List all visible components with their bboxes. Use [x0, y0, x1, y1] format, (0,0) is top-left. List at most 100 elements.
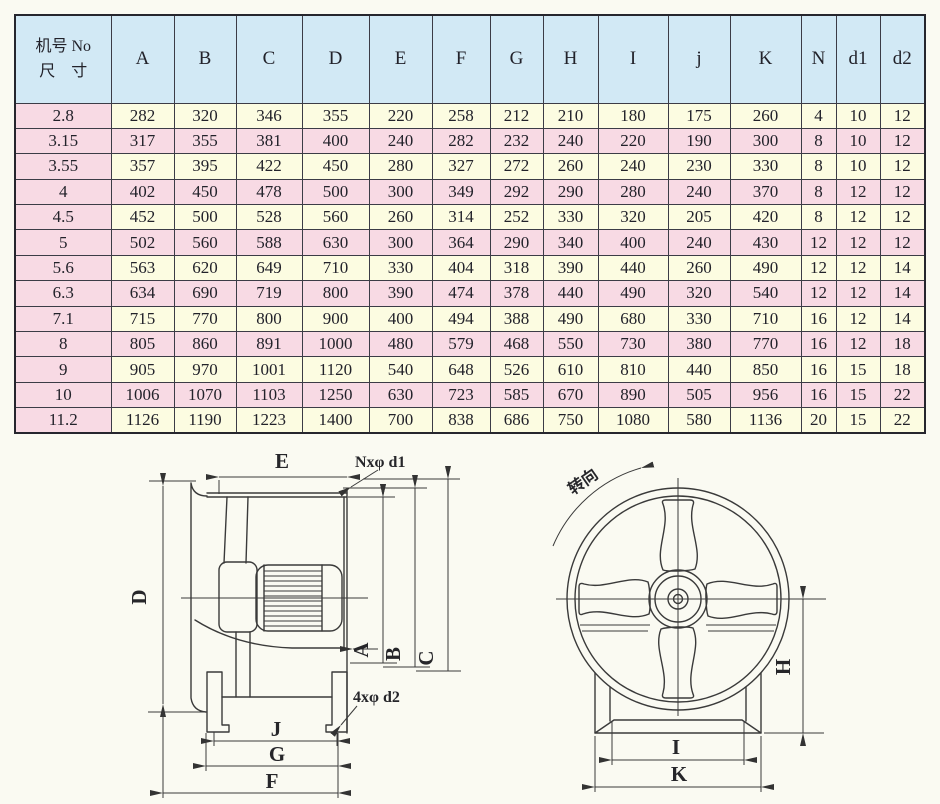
dimension-cell: 440 — [597, 254, 669, 282]
dimension-cell: 252 — [489, 204, 544, 231]
dimension-cell: 686 — [489, 407, 544, 434]
dimension-cell: 12 — [835, 305, 881, 333]
dimension-cell: 1080 — [597, 407, 669, 434]
column-header-N: N — [800, 14, 837, 104]
dimension-cell: 10 — [835, 127, 881, 155]
dimension-cell: 648 — [431, 356, 491, 383]
dimension-cell: 240 — [368, 127, 433, 155]
dimension-cell: 292 — [489, 178, 544, 206]
dimension-cell: 212 — [489, 102, 544, 129]
dimension-cell: 15 — [835, 407, 881, 434]
dimension-cell: 12 — [835, 254, 881, 282]
dimension-cell: 14 — [879, 254, 926, 282]
corner-line1: 机号 No — [35, 37, 92, 55]
dimension-cell: 630 — [301, 229, 370, 256]
dimension-cell: 450 — [301, 153, 370, 180]
dimension-cell: 320 — [597, 204, 669, 231]
dimension-cell: 290 — [542, 178, 599, 206]
dimension-cell: 220 — [597, 127, 669, 155]
dimension-cell: 490 — [597, 280, 669, 307]
dimension-cell: 620 — [173, 254, 237, 282]
dimension-cell: 8 — [800, 178, 837, 206]
dimension-cell: 205 — [667, 204, 731, 231]
dimension-cell: 1136 — [729, 407, 802, 434]
dimension-cell: 280 — [368, 153, 433, 180]
row-label: 8 — [14, 331, 112, 358]
dimension-cell: 260 — [729, 102, 802, 129]
dimension-cell: 260 — [667, 254, 731, 282]
dimension-cell: 550 — [542, 331, 599, 358]
row-label: 3.15 — [14, 127, 112, 155]
dimension-cell: 388 — [489, 305, 544, 333]
row-label: 9 — [14, 356, 112, 383]
row-label: 5 — [14, 229, 112, 256]
dim-label-K: K — [671, 762, 688, 786]
dimension-cell: 715 — [110, 305, 175, 333]
dimension-cell: 526 — [489, 356, 544, 383]
dimension-cell: 800 — [235, 305, 303, 333]
dimension-cell: 272 — [489, 153, 544, 180]
dim-label-J: J — [271, 717, 282, 741]
corner-cell: 机号 No 尺 寸 — [14, 14, 112, 104]
dim-label-A: A — [349, 642, 373, 658]
dimension-cell: 355 — [301, 102, 370, 129]
dimension-cell: 175 — [667, 102, 731, 129]
dimension-cell: 402 — [110, 178, 175, 206]
dimension-cell: 12 — [879, 204, 926, 231]
dimension-cell: 300 — [729, 127, 802, 155]
column-header-D: D — [301, 14, 370, 104]
dimension-cell: 400 — [597, 229, 669, 256]
side-view-labels: E Nxφ d1 D A B C 4xφ d2 J G F — [127, 449, 438, 793]
dimension-cell: 18 — [879, 331, 926, 358]
dimension-cell: 850 — [729, 356, 802, 383]
dimension-cell: 810 — [597, 356, 669, 383]
dim-label-G: G — [269, 742, 285, 766]
dimension-cell: 502 — [110, 229, 175, 256]
dimension-cell: 500 — [301, 178, 370, 206]
dimension-cell: 320 — [173, 102, 237, 129]
dimension-cell: 400 — [368, 305, 433, 333]
dim-label-C: C — [414, 650, 438, 665]
side-view-outline — [181, 478, 460, 734]
column-header-E: E — [368, 14, 433, 104]
bolt-callout-d1: Nxφ d1 — [355, 454, 405, 471]
dimension-cell: 14 — [879, 280, 926, 307]
dimension-cell: 8 — [800, 204, 837, 231]
dimension-cell: 690 — [173, 280, 237, 307]
dimension-cell: 349 — [431, 178, 491, 206]
dimension-cell: 314 — [431, 204, 491, 231]
dimension-cell: 190 — [667, 127, 731, 155]
dimension-cell: 330 — [729, 153, 802, 180]
dimension-cell: 16 — [800, 356, 837, 383]
dimension-cell: 240 — [597, 153, 669, 180]
dimension-cell: 400 — [301, 127, 370, 155]
dimension-cell: 10 — [835, 102, 881, 129]
dimension-cell: 750 — [542, 407, 599, 434]
dimension-cell: 528 — [235, 204, 303, 231]
dimension-cell: 327 — [431, 153, 491, 180]
dimension-cell: 585 — [489, 381, 544, 409]
dimension-cell: 300 — [368, 229, 433, 256]
dimension-cell: 422 — [235, 153, 303, 180]
dimension-cell: 378 — [489, 280, 544, 307]
dimension-cell: 282 — [110, 102, 175, 129]
dimension-cell: 18 — [879, 356, 926, 383]
dimension-cell: 450 — [173, 178, 237, 206]
dimension-cell: 8 — [800, 127, 837, 155]
dimension-cell: 364 — [431, 229, 491, 256]
dimension-cell: 12 — [879, 229, 926, 256]
dimension-cell: 1126 — [110, 407, 175, 434]
dimension-cell: 16 — [800, 305, 837, 333]
dimension-cell: 404 — [431, 254, 491, 282]
dimension-cell: 560 — [301, 204, 370, 231]
dimension-cell: 355 — [173, 127, 237, 155]
dimension-cell: 12 — [800, 229, 837, 256]
row-label: 2.8 — [14, 102, 112, 129]
dimension-cell: 723 — [431, 381, 491, 409]
dimension-cell: 180 — [597, 102, 669, 129]
